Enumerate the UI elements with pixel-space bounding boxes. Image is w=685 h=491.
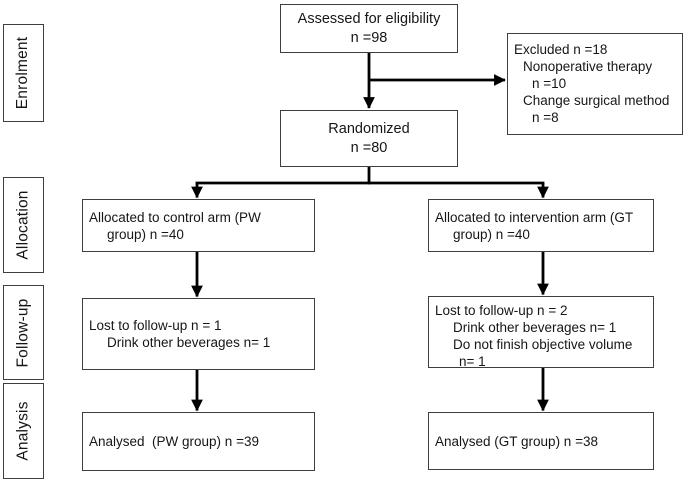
box-analysed-control: Analysed (PW group) n =39 bbox=[82, 412, 315, 471]
stage-label-analysis: Analysis bbox=[3, 383, 44, 479]
box-line: Analysed (GT group) n =38 bbox=[435, 433, 598, 449]
box-excluded: Excluded n =18 Nonoperative therapy n =1… bbox=[507, 33, 683, 135]
box-line: Do not finish objective volume bbox=[453, 337, 633, 352]
stage-label-text: Enrolment bbox=[14, 36, 32, 110]
box-line: Assessed for eligibility bbox=[297, 10, 441, 27]
stage-label-text: Analysis bbox=[14, 401, 32, 461]
box-line: Change surgical method bbox=[523, 93, 670, 108]
box-randomized: Randomized n =80 bbox=[280, 110, 458, 167]
box-allocated-control-arm: Allocated to control arm (PW group) n =4… bbox=[82, 199, 315, 252]
box-analysed-intervention: Analysed (GT group) n =38 bbox=[428, 412, 654, 470]
box-assessed-for-eligibility: Assessed for eligibility n =98 bbox=[280, 4, 458, 53]
stage-label-enrolment: Enrolment bbox=[3, 24, 44, 122]
box-line: Randomized bbox=[328, 120, 410, 137]
box-line: Nonoperative therapy bbox=[523, 59, 653, 74]
box-line: n= 1 bbox=[459, 354, 486, 369]
stage-label-allocation: Allocation bbox=[3, 177, 44, 273]
box-line: group) n =40 bbox=[107, 226, 184, 242]
stage-label-text: Allocation bbox=[14, 190, 32, 260]
box-line: Drink other beverages n= 1 bbox=[453, 320, 617, 335]
stage-label-text: Follow-up bbox=[14, 298, 32, 367]
box-line: group) n =40 bbox=[453, 226, 530, 242]
box-line: Excluded n =18 bbox=[514, 42, 608, 57]
box-line: n =8 bbox=[532, 110, 559, 125]
box-line: Allocated to control arm (PW bbox=[89, 209, 261, 225]
box-followup-intervention: Lost to follow-up n = 2 Drink other beve… bbox=[428, 296, 654, 369]
box-line: Lost to follow-up n = 1 bbox=[89, 318, 222, 333]
box-allocated-intervention-arm: Allocated to intervention arm (GT group)… bbox=[428, 199, 654, 252]
box-line: n =80 bbox=[350, 139, 388, 156]
box-line: n =10 bbox=[532, 76, 567, 91]
box-line: Drink other beverages n= 1 bbox=[107, 335, 271, 350]
box-line: Allocated to intervention arm (GT bbox=[435, 209, 634, 225]
box-followup-control: Lost to follow-up n = 1 Drink other beve… bbox=[82, 298, 315, 370]
stage-label-followup: Follow-up bbox=[3, 285, 44, 380]
box-line: Lost to follow-up n = 2 bbox=[435, 303, 568, 318]
box-line: Analysed (PW group) n =39 bbox=[89, 434, 259, 449]
box-line: n =98 bbox=[350, 29, 388, 46]
